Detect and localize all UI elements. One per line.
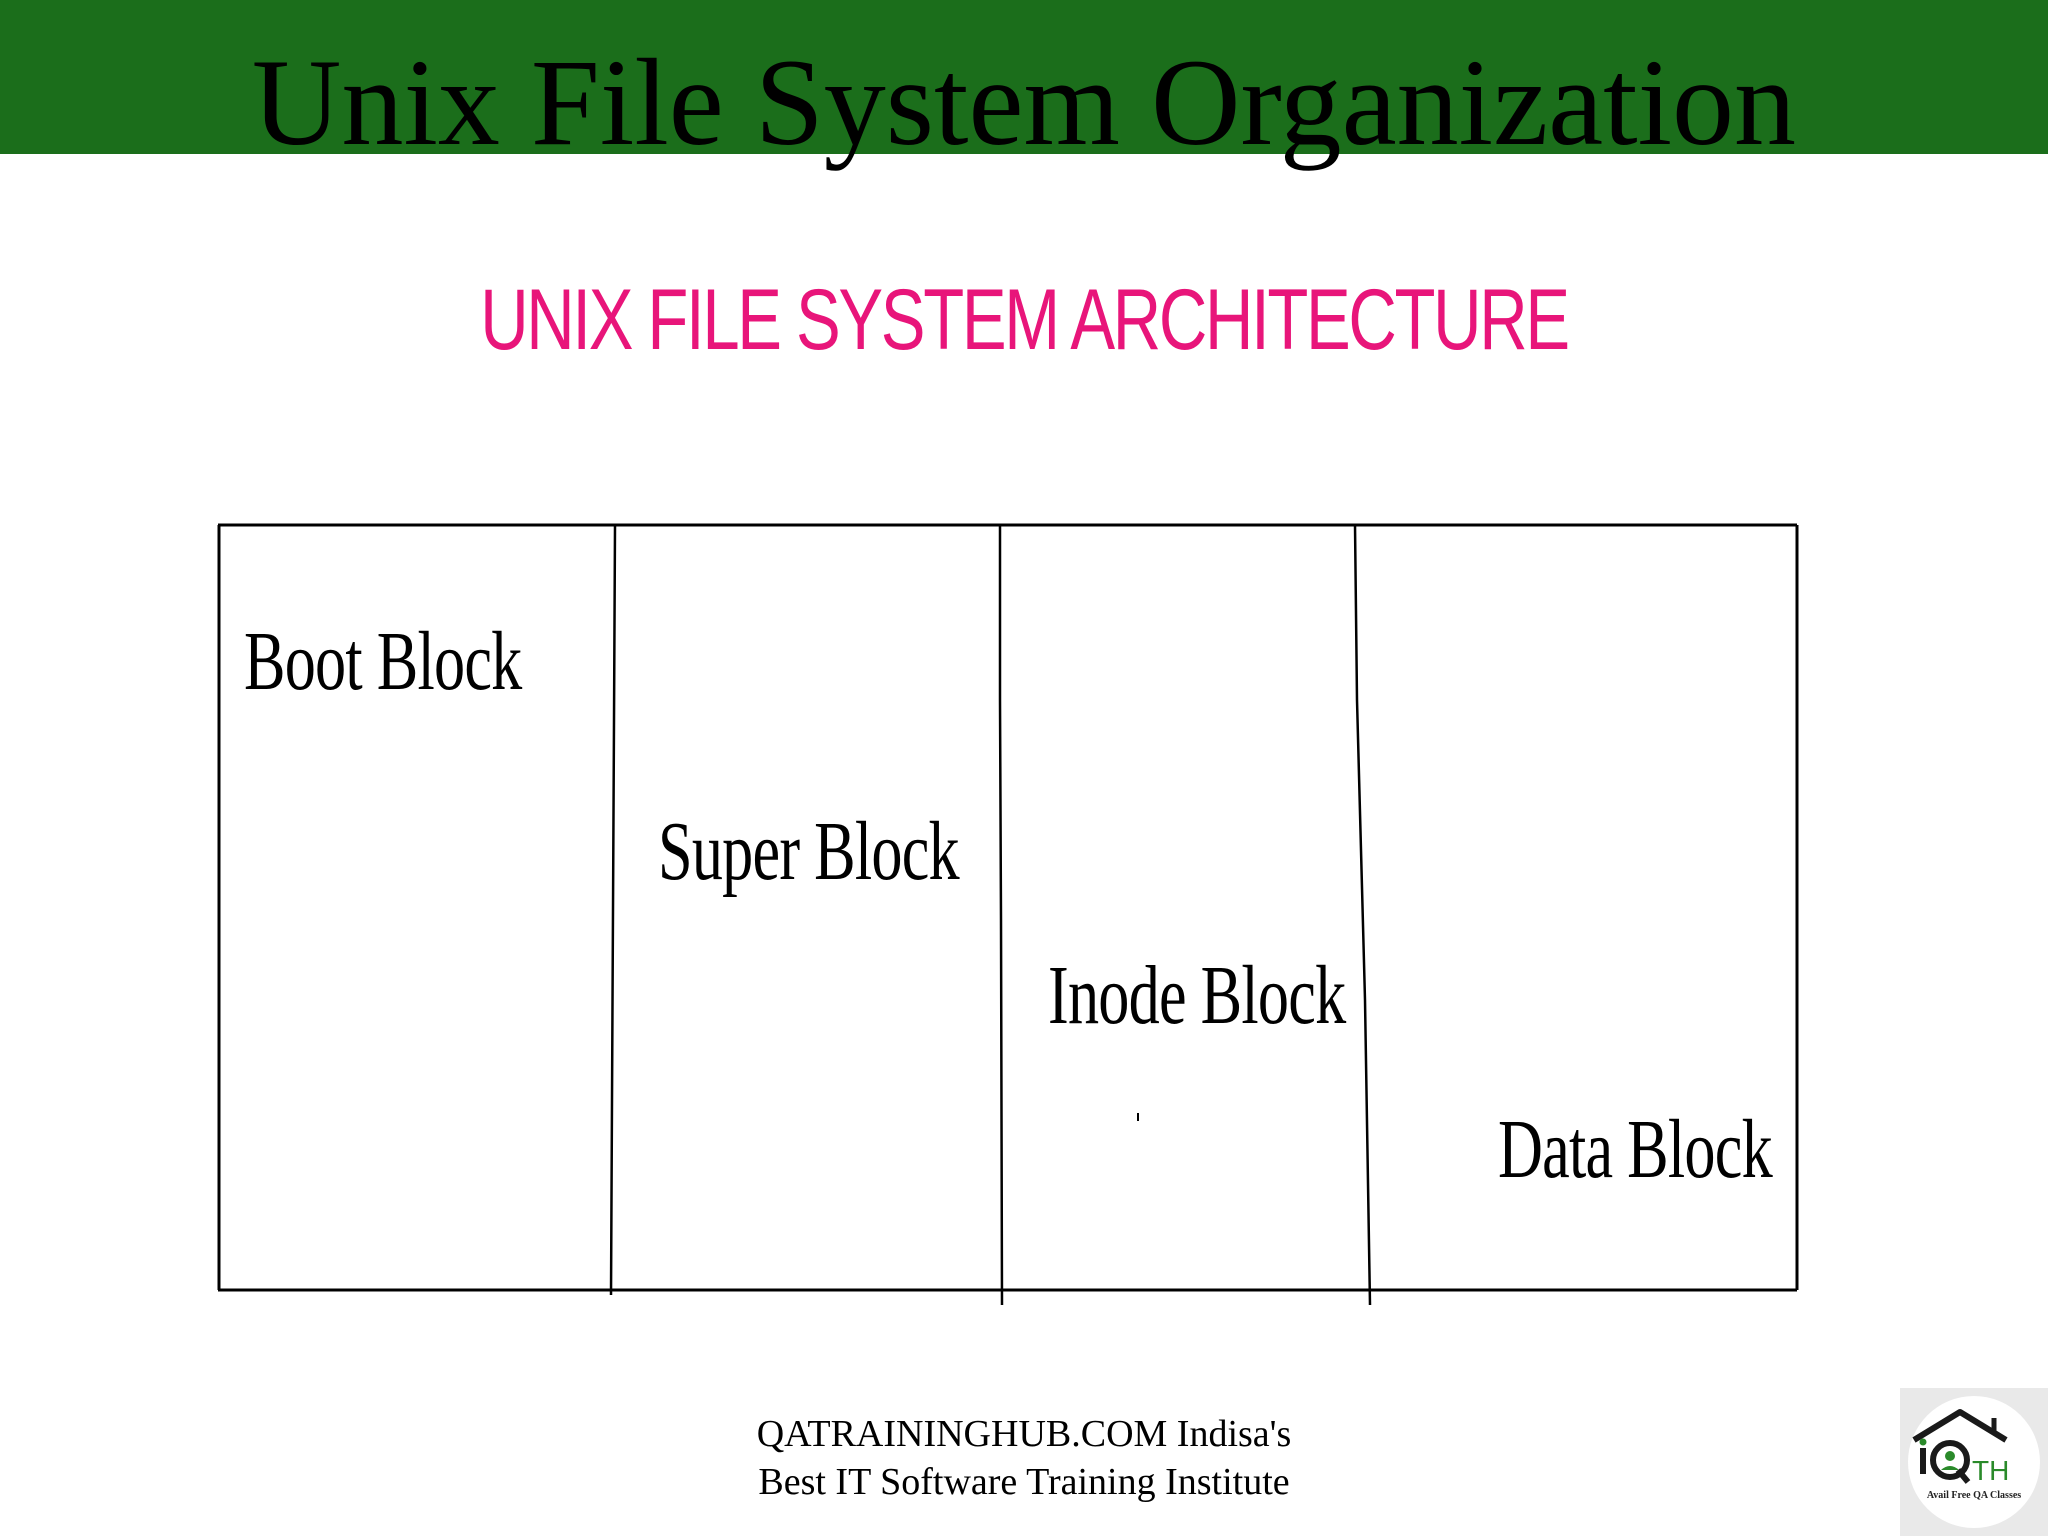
slide-title: Unix File System Organization bbox=[251, 34, 1797, 171]
header-band bbox=[0, 0, 2048, 154]
footer-line-2: Best IT Software Training Institute bbox=[758, 1461, 1290, 1503]
diagram-heading: UNIX FILE SYSTEM ARCHITECTURE bbox=[480, 272, 1570, 368]
divider-boot-super bbox=[609, 524, 617, 1296]
block-label-inode: Inode Block bbox=[1048, 949, 1346, 1042]
divider-super-inode bbox=[998, 525, 1004, 1306]
block-label-data: Data Block bbox=[1498, 1103, 1773, 1196]
qth-logo: TH Avail Free QA Classes bbox=[1900, 1388, 2048, 1536]
logo-tagline: Avail Free QA Classes bbox=[1926, 1490, 2022, 1501]
divider-inode-data bbox=[1353, 524, 1372, 1306]
svg-text:TH: TH bbox=[1972, 1455, 2009, 1486]
block-label-boot: Boot Block bbox=[244, 615, 522, 708]
qth-house-logo-icon: TH bbox=[1912, 1409, 2009, 1486]
footer-line-1: QATRAININGHUB.COM Indisa's bbox=[756, 1413, 1292, 1455]
footer-text: QATRAININGHUB.COM Indisa's Best IT Softw… bbox=[0, 1410, 2048, 1506]
block-label-super: Super Block bbox=[658, 805, 960, 898]
